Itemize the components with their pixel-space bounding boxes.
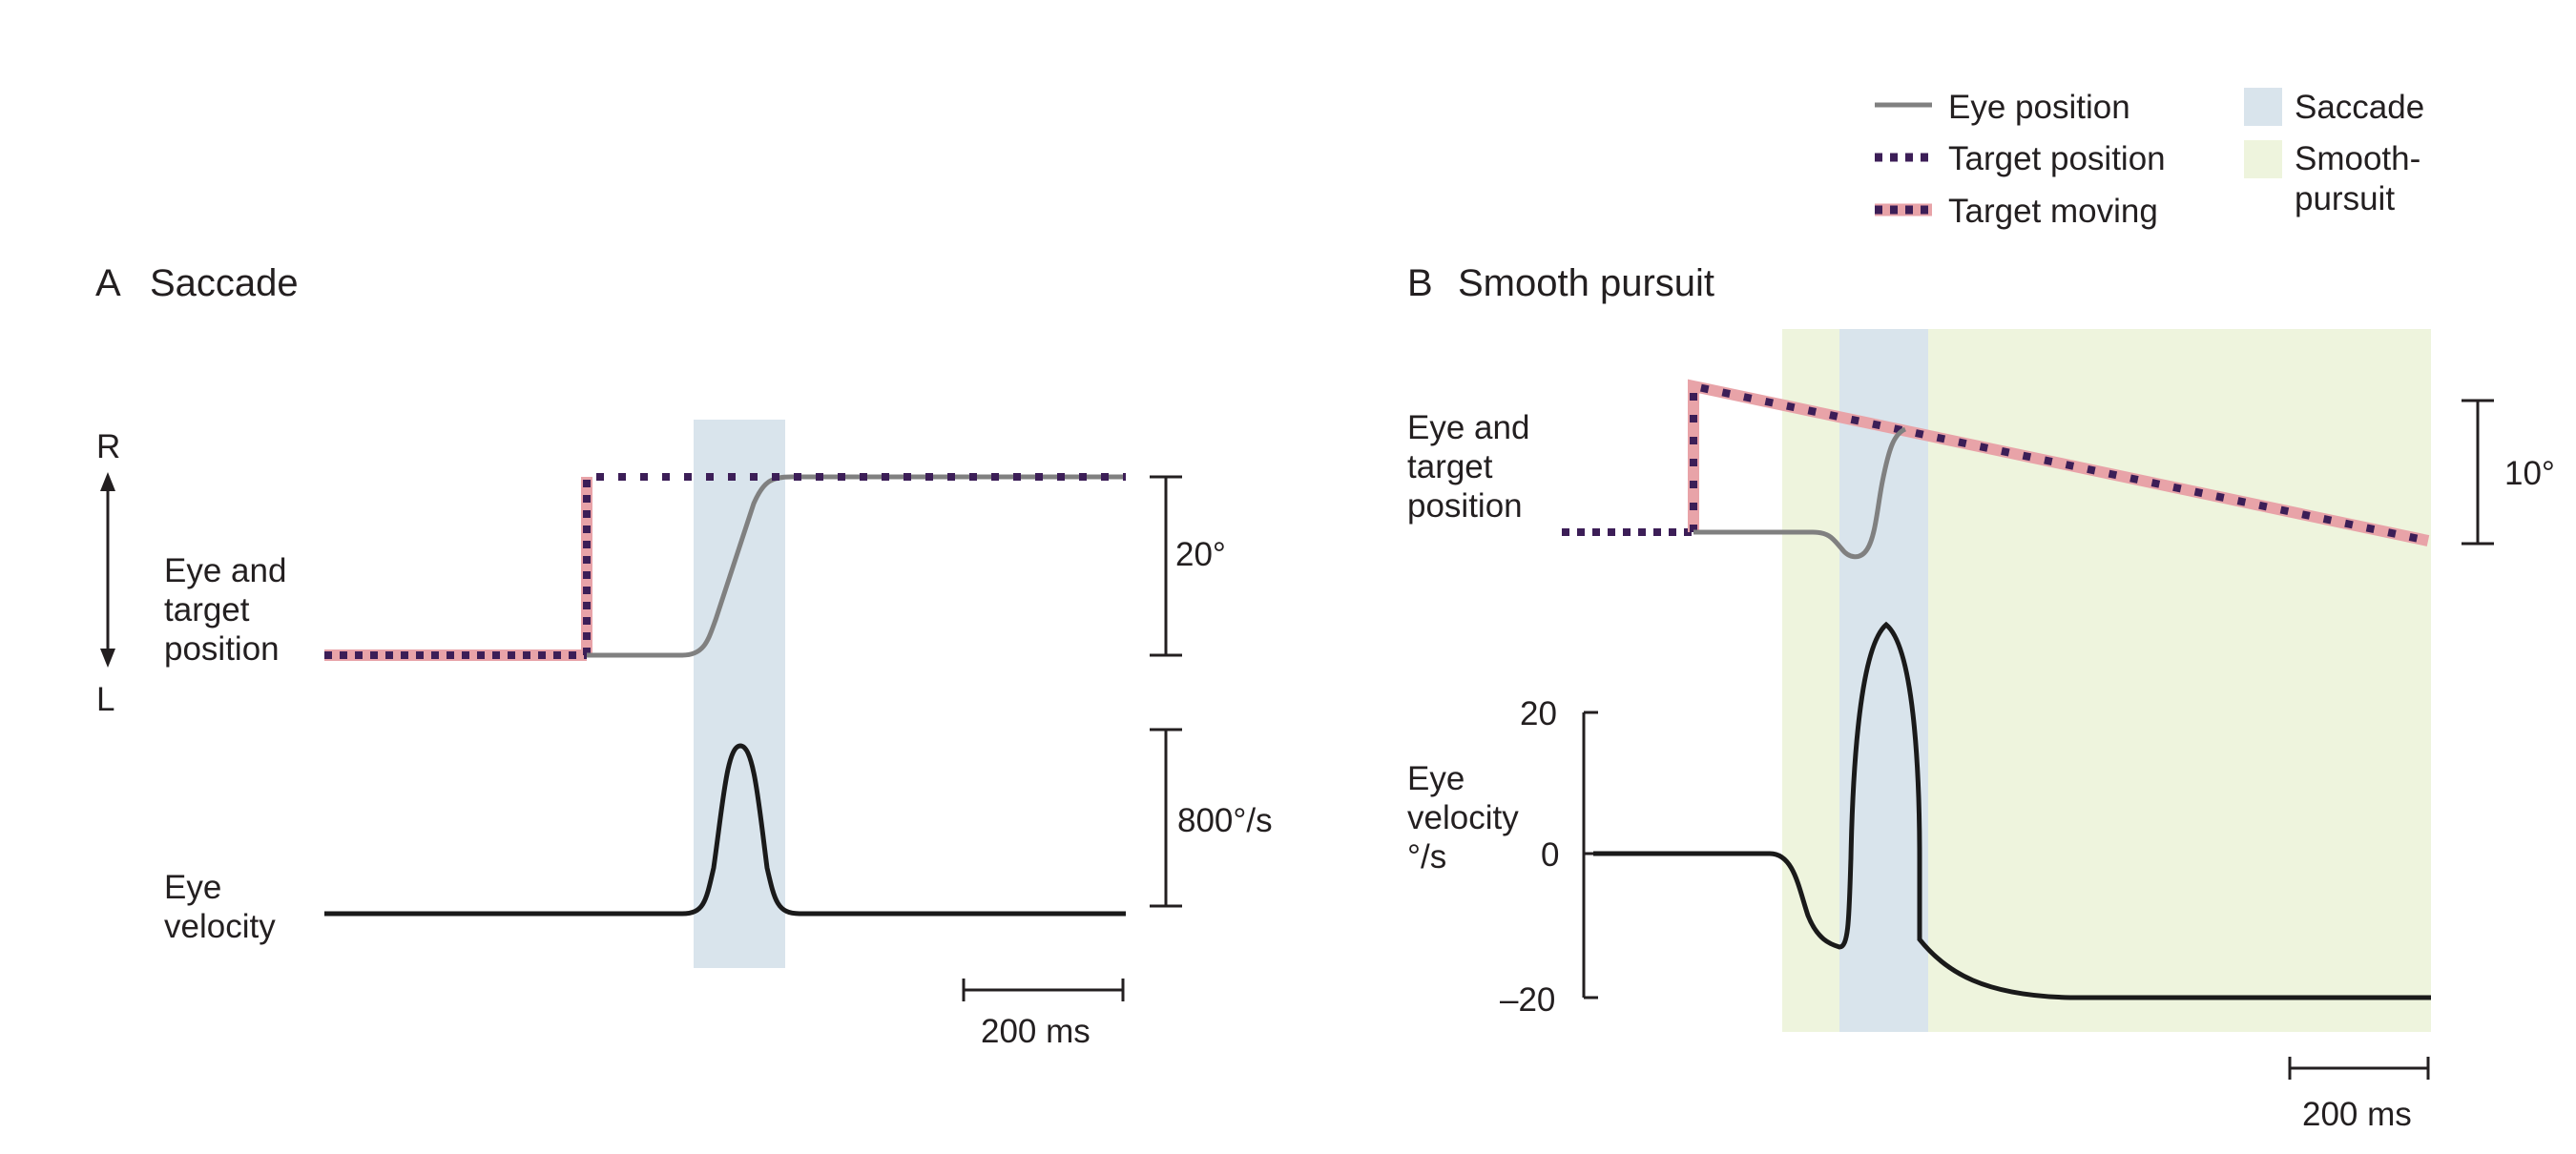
panel-b-time-scale-bar [2288,1057,2430,1080]
panel-a-velocity-label-line1: Eye [164,869,221,906]
panel-b-tick-label-20: 20 [1520,695,1557,732]
panel-b-letter: B [1407,262,1433,304]
legend: Eye position Target position Target movi… [1875,88,2424,230]
legend-smooth-pursuit-label-2: pursuit [2295,180,2395,217]
panel-a-time-scale-label: 200 ms [981,1013,1091,1050]
panel-a-position-scale-bar [1150,475,1182,657]
panel-b-target-moving-dots [1690,381,2429,545]
panel-a: A Saccade R L Eye and target position Ey… [95,262,1273,1050]
panel-b-position-scale-bar [2462,399,2494,546]
panel-a-velocity-scale-label: 800°/s [1177,802,1273,839]
panel-b-velocity-label-line3: °/s [1407,838,1446,876]
panel-b-position-label-line3: position [1407,487,1523,525]
panel-b-tick-label-0: 0 [1541,836,1559,874]
panel-b-velocity-label-line1: Eye [1407,760,1465,797]
panel-a-time-scale-bar [962,979,1125,1001]
panel-a-title: Saccade [150,262,299,304]
panel-b-tick-label-minus-20: –20 [1500,981,1555,1019]
panel-a-position-label-line1: Eye and [164,552,286,589]
panel-b-position-scale-label: 10° [2504,455,2555,492]
legend-eye-position-label: Eye position [1948,89,2130,126]
direction-arrow-up-icon [100,472,115,491]
panel-b: B Smooth pursuit Eye and target position… [1407,262,2555,1133]
panel-a-eye-position-trace [587,474,1126,658]
panel-b-saccade-band [1839,329,1928,1032]
direction-arrow-down-icon [100,649,115,668]
legend-smooth-pursuit-swatch [2244,140,2282,178]
direction-right-label: R [96,428,120,465]
legend-saccade-swatch [2244,88,2282,126]
legend-smooth-pursuit-label-1: Smooth- [2295,140,2420,177]
panel-a-position-label-line2: target [164,591,250,629]
legend-saccade-label: Saccade [2295,89,2424,126]
panel-b-eye-position-trace [1693,426,1907,560]
panel-a-velocity-label: Eye velocity [164,869,276,945]
panel-b-velocity-label: Eye velocity °/s [1407,760,1527,876]
legend-target-moving-label: Target moving [1948,193,2158,230]
panel-a-velocity-label-line2: velocity [164,908,276,945]
panel-b-time-scale-label: 200 ms [2302,1096,2412,1133]
panel-a-velocity-scale-bar [1150,728,1182,908]
panel-b-position-label-line2: target [1407,448,1493,485]
panel-b-position-label: Eye and target position [1407,409,1539,525]
panel-a-position-label-line3: position [164,630,280,668]
panel-b-eye-velocity-trace [1593,621,2431,1000]
direction-left-label: L [96,681,114,718]
panel-a-letter: A [95,262,121,304]
panel-b-title: Smooth pursuit [1458,262,1714,304]
panel-a-position-scale-label: 20° [1175,536,1226,573]
panel-b-velocity-label-line2: velocity [1407,799,1519,836]
panel-b-position-label-line1: Eye and [1407,409,1529,446]
legend-target-position-label: Target position [1948,140,2166,177]
panel-a-position-label: Eye and target position [164,552,296,668]
panel-a-eye-velocity-trace [324,743,1126,917]
